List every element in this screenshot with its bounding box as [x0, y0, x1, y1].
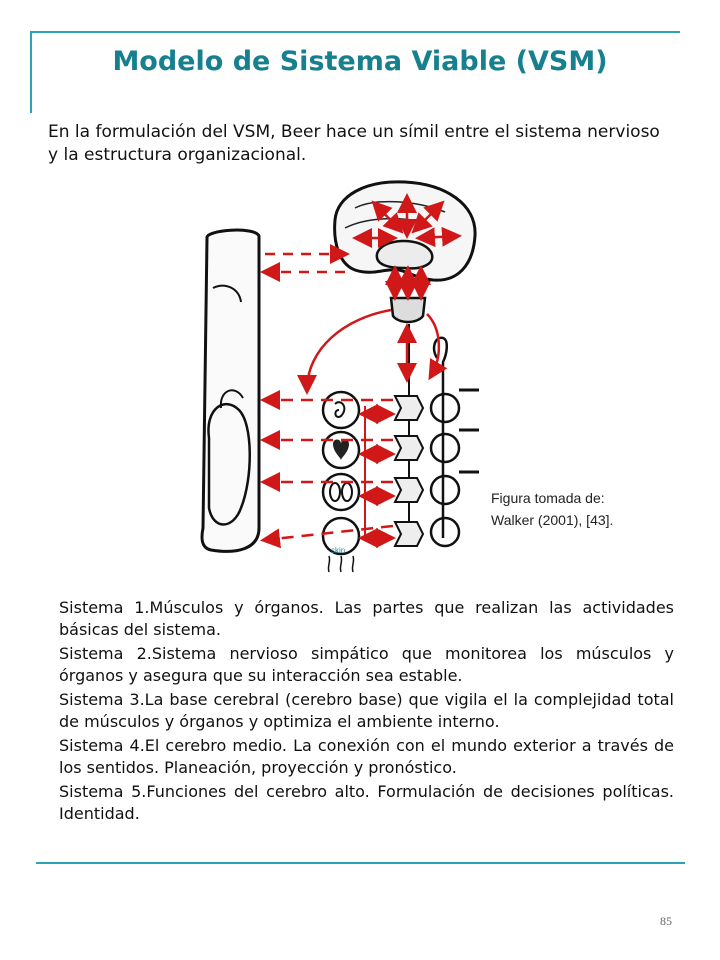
- bottom-rule: [36, 862, 685, 864]
- system-5-text: Sistema 5.Funciones del cerebro alto. Fo…: [59, 782, 674, 823]
- row-1: [260, 388, 479, 430]
- figure-caption: Figura tomada de: Walker (2001), [43].: [491, 487, 691, 531]
- caption-line-2: Walker (2001), [43].: [491, 512, 614, 528]
- system-3-text: Sistema 3.La base cerebral (cerebro base…: [59, 690, 674, 731]
- body-brain-arrows: [260, 244, 350, 282]
- vsm-nervous-system-diagram: skin: [200, 180, 479, 573]
- brainstem: [389, 296, 427, 324]
- midbrain-outline: [375, 239, 434, 270]
- row-3: [260, 470, 479, 512]
- intro-paragraph: En la formulación del VSM, Beer hace un …: [48, 122, 660, 165]
- left-rule: [30, 31, 32, 113]
- system-1-text: Sistema 1.Músculos y órganos. Las partes…: [59, 598, 674, 639]
- skin-label: skin: [331, 546, 345, 555]
- row-4: skin: [260, 516, 461, 573]
- system-4-text: Sistema 4.El cerebro medio. La conexión …: [59, 736, 674, 777]
- system-2-text: Sistema 2.Sistema nervioso simpático que…: [59, 644, 674, 685]
- systems-list: Sistema 1.Músculos y órganos. Las partes…: [59, 597, 674, 827]
- caption-line-1: Figura tomada de:: [491, 490, 605, 506]
- page-number: 85: [660, 914, 672, 928]
- top-rule: [30, 31, 680, 33]
- brain-arrows: [352, 193, 462, 248]
- slide-title: Modelo de Sistema Viable (VSM): [112, 46, 608, 77]
- row-2: [260, 428, 479, 470]
- system-rows: skin: [260, 388, 479, 573]
